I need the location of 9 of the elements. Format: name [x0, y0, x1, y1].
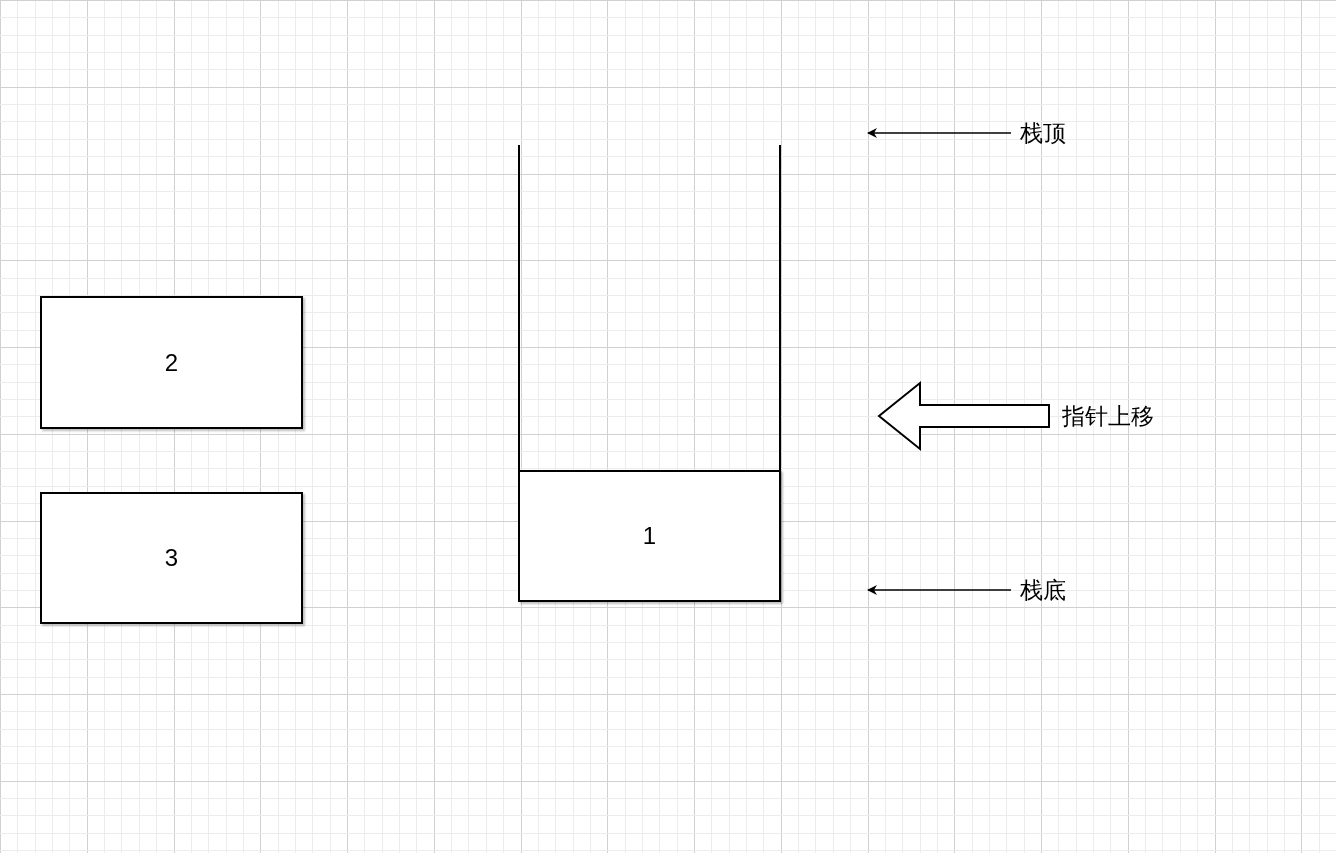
arrow	[867, 128, 1012, 138]
element-box: 3	[40, 492, 303, 624]
stack-element-box: 1	[518, 470, 781, 602]
pointer-label: 指针上移	[1053, 399, 1163, 433]
element-box: 2	[40, 296, 303, 429]
stack-top-label: 栈顶	[1015, 116, 1071, 150]
arrow	[867, 585, 1012, 595]
stack-bottom-label: 栈底	[1015, 573, 1071, 607]
block-arrow	[877, 380, 1050, 452]
